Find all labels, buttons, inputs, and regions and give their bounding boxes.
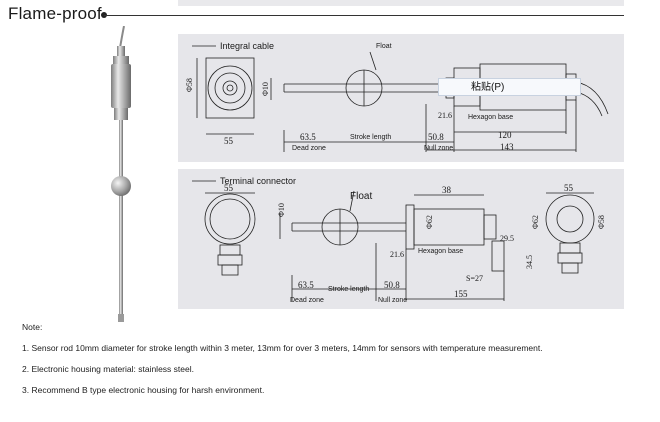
dim-phi58: Φ58 [185, 78, 194, 92]
top-strip [178, 0, 624, 6]
dim-phi62: Φ62 [425, 215, 434, 229]
dim-phi62-right: Φ62 [531, 215, 540, 229]
integral-cable-drawing: Integral cable Float Φ58 Φ10 55 63.5 Str… [185, 41, 609, 152]
dim-63-5-2: 63.5 [298, 280, 314, 290]
dim-63-5: 63.5 [300, 132, 316, 142]
dim-29-5: 29.5 [500, 234, 514, 243]
dim-55-right: 55 [564, 183, 574, 193]
hexagon-base-label: Hexagon base [468, 114, 513, 121]
dim-55-left: 55 [224, 183, 234, 193]
dim-155: 155 [454, 289, 468, 299]
dim-phi10: Φ10 [261, 82, 270, 96]
dim-50-8: 50.8 [428, 132, 444, 142]
note-item-1: 1. Sensor rod 10mm diameter for stroke l… [22, 343, 543, 353]
dim-55: 55 [224, 136, 234, 146]
stroke-length-label-2: Stroke length [328, 286, 369, 293]
dim-38: 38 [442, 185, 452, 195]
dead-zone-label-2: Dead zone [290, 297, 324, 304]
terminal-connector-panel: Terminal connector Float Φ10 55 Φ62 38 2… [178, 169, 624, 309]
stroke-length-label: Stroke length [350, 134, 391, 141]
paste-menu-item[interactable]: 粘贴(P) [438, 78, 581, 96]
dim-50-8-2: 50.8 [384, 280, 400, 290]
dim-34-5: 34.5 [525, 255, 534, 269]
null-zone-label-2: Null zone [378, 297, 407, 304]
float-label: Float [376, 43, 392, 50]
integral-cable-panel: Integral cable Float Φ58 Φ10 55 63.5 Str… [178, 34, 624, 162]
dim-phi58-right: Φ58 [597, 215, 606, 229]
sensor-photo [111, 26, 131, 322]
hexagon-base-label-2: Hexagon base [418, 248, 463, 255]
dim-phi10-2: Φ10 [277, 203, 286, 217]
null-zone-label: Null zone [424, 145, 453, 152]
dim-s27: S=27 [466, 274, 483, 283]
float-label-2: Float [350, 191, 372, 202]
note-item-2: 2. Electronic housing material: stainles… [22, 364, 194, 374]
note-item-3: 3. Recommend B type electronic housing f… [22, 385, 265, 395]
notes-section: Note: 1. Sensor rod 10mm diameter for st… [22, 322, 543, 406]
page-title: Flame-proof [8, 4, 102, 23]
dim-143: 143 [500, 142, 514, 152]
dead-zone-label: Dead zone [292, 145, 326, 152]
terminal-connector-drawing: Terminal connector Float Φ10 55 Φ62 38 2… [192, 176, 606, 304]
integral-cable-label: Integral cable [220, 41, 274, 51]
notes-heading: Note: [22, 322, 43, 332]
terminal-connector-label: Terminal connector [220, 176, 296, 186]
dim-21-6: 21.6 [438, 111, 452, 120]
title-rule [104, 15, 624, 16]
dim-21-6-2: 21.6 [390, 250, 404, 259]
dim-120: 120 [498, 130, 512, 140]
